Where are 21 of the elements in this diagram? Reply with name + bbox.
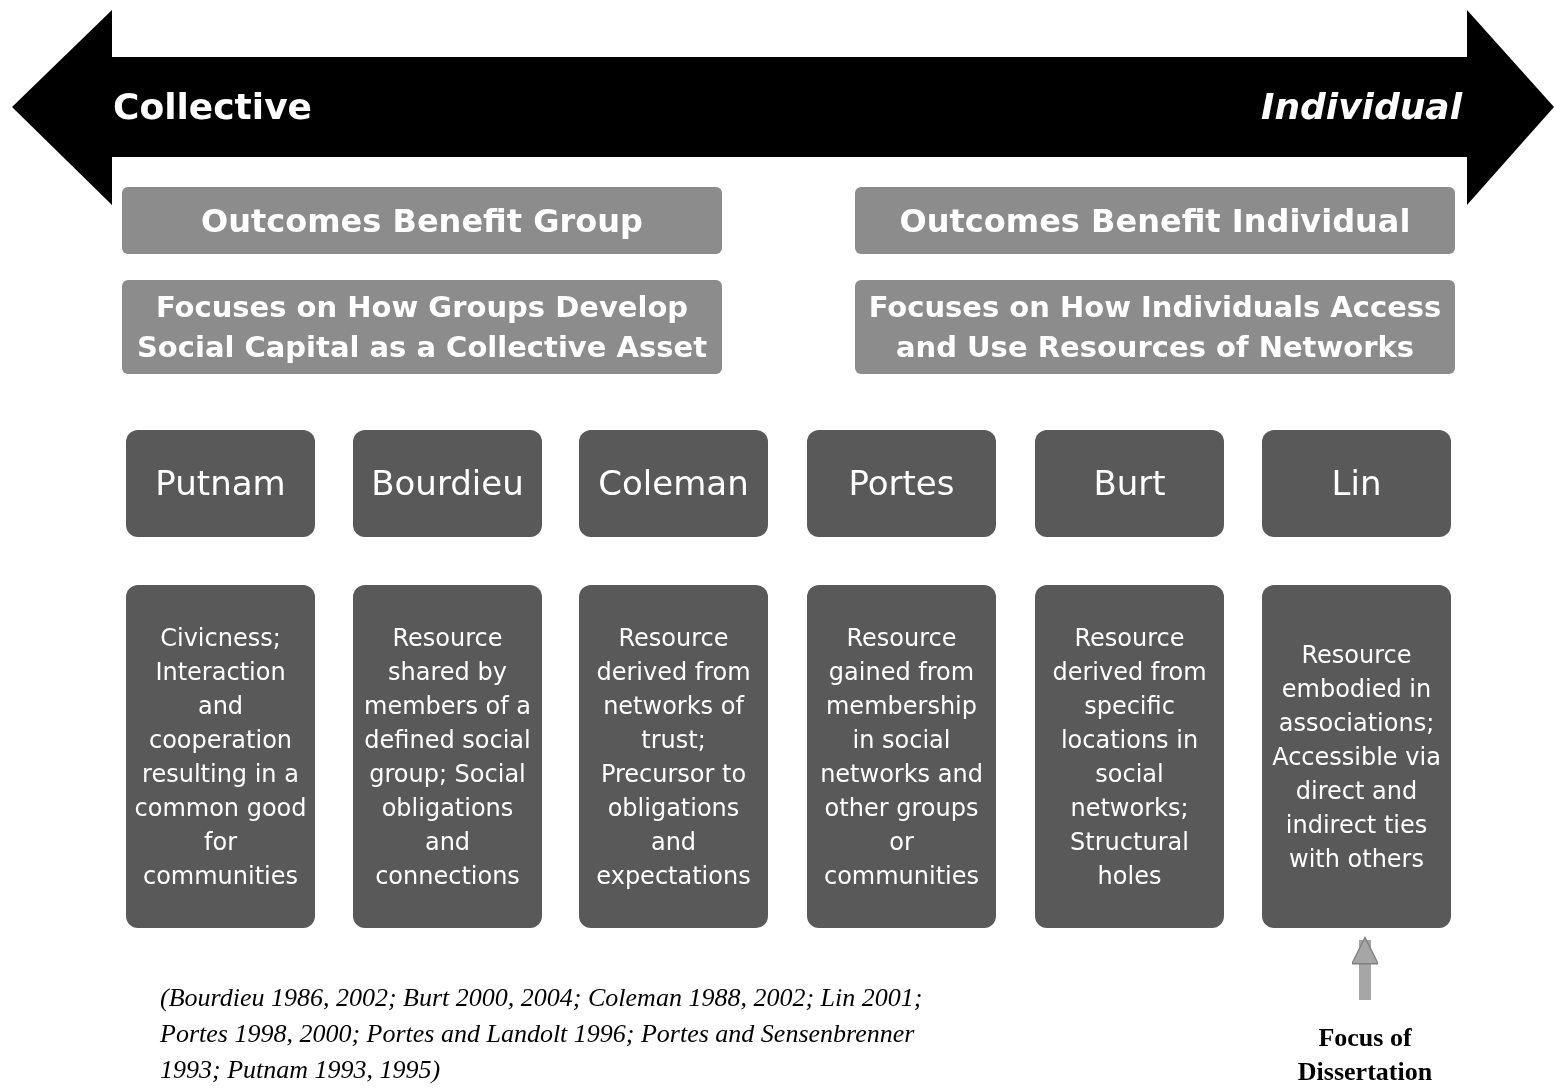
header-box: Outcomes Benefit Individual [855, 187, 1455, 254]
author-box: Putnam [126, 430, 315, 537]
description-box: Resource embodied in associations; Accessible via direct and indirect ties with others [1262, 585, 1451, 928]
description-box: Resource gained from membership in social networks and other groups or communities [807, 585, 996, 928]
focus-box: Focuses on How Individuals Access and Use Resources of Networks [855, 280, 1455, 374]
citation-text: (Bourdieu 1986, 2002; Burt 2000, 2004; Coleman 1988, 2002; Lin 2001; Portes 1998, 2000; Portes and Landolt 1996; Portes and Sensenbrenner 1993; Putnam 1993, 1995) [160, 982, 924, 1086]
author-box: Lin [1262, 430, 1451, 537]
scale-label: Individual [1261, 85, 1462, 129]
description-box: Resource shared by members of a defined social group; Social obligations and connections [353, 585, 542, 928]
note-text: Focus of Dissertation [1255, 1020, 1475, 1090]
author-box: Coleman [579, 430, 768, 537]
author-box: Portes [807, 430, 996, 537]
description-box: Resource derived from specific locations in social networks; Structural holes [1035, 585, 1224, 928]
description-box: Civicness; Interaction and cooperation resulting in a common good for communities [126, 585, 315, 928]
author-box: Burt [1035, 430, 1224, 537]
author-box: Bourdieu [353, 430, 542, 537]
header-box: Outcomes Benefit Group [122, 187, 722, 254]
focus-box: Focuses on How Groups Develop Social Capital as a Collective Asset [122, 280, 722, 374]
description-box: Resource derived from networks of trust; Precursor to obligations and expectations [579, 585, 768, 928]
arrow [1351, 936, 1379, 1000]
scale-label: Collective [113, 85, 313, 129]
